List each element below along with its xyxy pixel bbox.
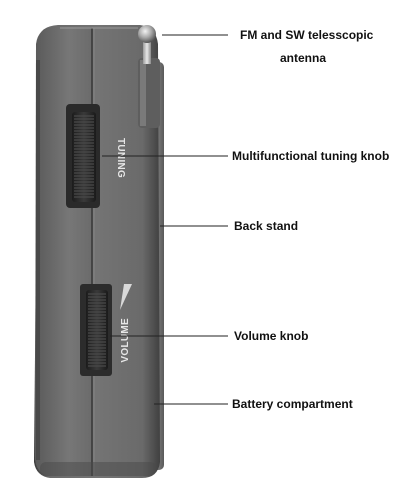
antenna-rod bbox=[143, 40, 151, 64]
label-stand: Back stand bbox=[234, 219, 298, 233]
front-bezel bbox=[35, 27, 92, 476]
volume-knob-ridges bbox=[88, 293, 106, 367]
volume-wedge-icon bbox=[120, 284, 132, 310]
tuning-knob-ridges bbox=[74, 115, 94, 198]
bottom-edge-shadow bbox=[40, 462, 156, 476]
callout-antenna: FM and SW telesscopic antenna bbox=[162, 28, 374, 65]
volume-knob-area: VOLUME bbox=[80, 284, 132, 376]
tuning-print: TUNING bbox=[115, 138, 126, 178]
tuning-knob-area: TUNING bbox=[66, 104, 126, 208]
antenna-tip bbox=[138, 25, 156, 43]
antenna-mount-highlight bbox=[140, 60, 146, 126]
left-edge-shadow bbox=[36, 60, 40, 460]
label-volume: Volume knob bbox=[234, 329, 308, 343]
callout-stand: Back stand bbox=[160, 219, 298, 233]
antenna-assembly bbox=[138, 25, 160, 128]
callout-tuning: Multifunctional tuning knob bbox=[102, 149, 389, 163]
volume-print: VOLUME bbox=[120, 318, 131, 363]
label-antenna-line2: antenna bbox=[280, 51, 326, 65]
callout-volume: Volume knob bbox=[110, 329, 308, 343]
label-tuning: Multifunctional tuning knob bbox=[232, 149, 389, 163]
label-antenna-line1: FM and SW telesscopic bbox=[240, 28, 374, 42]
callouts: FM and SW telesscopic antenna Multifunct… bbox=[102, 28, 389, 411]
label-battery: Battery compartment bbox=[232, 397, 353, 411]
callout-battery: Battery compartment bbox=[154, 397, 353, 411]
